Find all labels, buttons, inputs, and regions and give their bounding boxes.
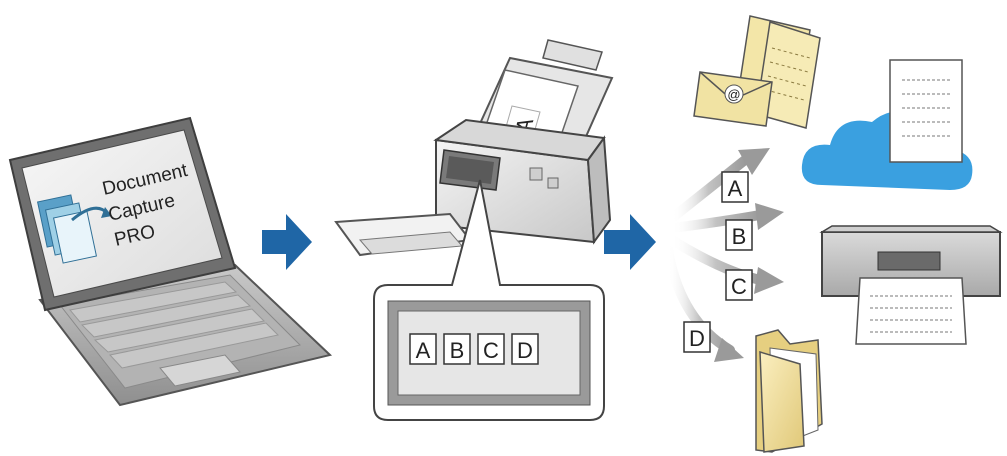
- scanner: A: [334, 39, 614, 257]
- route-arrow-a: [667, 155, 750, 223]
- route-label-a: A: [728, 176, 743, 201]
- callout-box-c: C: [483, 338, 499, 363]
- callout-box-a: A: [416, 338, 431, 363]
- route-label-c: C: [731, 274, 747, 299]
- flow-arrow-1: [262, 214, 312, 270]
- email-icon: @: [693, 15, 821, 129]
- flow-arrow-2: [604, 214, 656, 270]
- printer-icon: [819, 225, 1003, 345]
- routing-arrows: A B C D: [663, 148, 784, 362]
- route-label-b: B: [732, 224, 747, 249]
- callout-letter-boxes: A B C D: [409, 333, 539, 365]
- callout-box-d: D: [517, 338, 533, 363]
- laptop: Document Capture PRO: [8, 116, 333, 407]
- email-at-symbol: @: [727, 87, 740, 102]
- document-capture-logo-icon: [36, 194, 112, 264]
- route-label-d: D: [689, 326, 705, 351]
- callout-box-b: B: [450, 338, 465, 363]
- route-arrow-b: [667, 210, 765, 233]
- folder-icon: [755, 329, 823, 453]
- scanner-screen-callout: A B C D: [373, 179, 605, 421]
- cloud-icon: [801, 59, 973, 190]
- route-arrow-d: [663, 245, 735, 355]
